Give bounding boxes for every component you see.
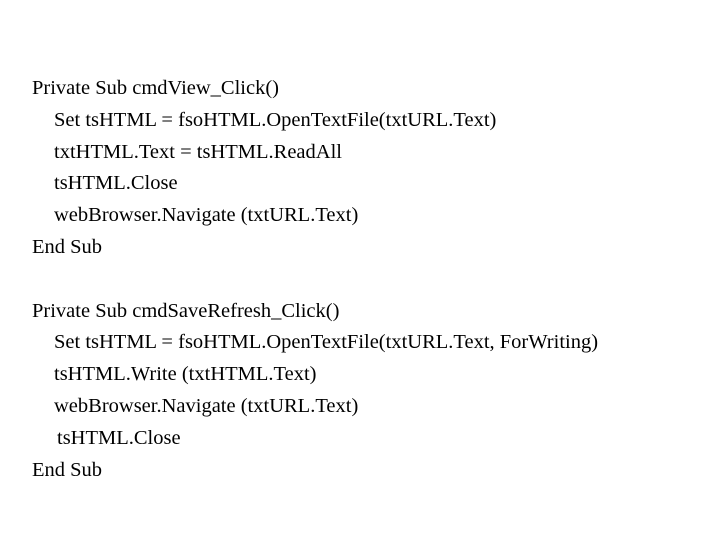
code-listing: Private Sub cmdView_Click() Set tsHTML =…: [32, 73, 598, 486]
sub1-footer: End Sub: [32, 235, 103, 258]
sub2-line-4: tsHTML.Close: [57, 426, 181, 449]
sub2-line-3: webBrowser.Navigate (txtURL.Text): [54, 394, 359, 417]
sub2-header: Private Sub cmdSaveRefresh_Click(): [32, 299, 340, 322]
sub1-line-2: txtHTML.Text = tsHTML.ReadAll: [54, 140, 342, 163]
sub1-line-3: tsHTML.Close: [54, 172, 178, 195]
sub2-footer: End Sub: [32, 458, 103, 481]
sub1-line-4: webBrowser.Navigate (txtURL.Text): [54, 204, 359, 227]
blank-line: [32, 264, 598, 296]
sub2-line-2: tsHTML.Write (txtHTML.Text): [54, 363, 317, 386]
sub1-line-1: Set tsHTML = fsoHTML.OpenTextFile(txtURL…: [54, 108, 497, 131]
sub2-line-1: Set tsHTML = fsoHTML.OpenTextFile(txtURL…: [54, 331, 599, 354]
sub1-header: Private Sub cmdView_Click(): [32, 77, 280, 99]
